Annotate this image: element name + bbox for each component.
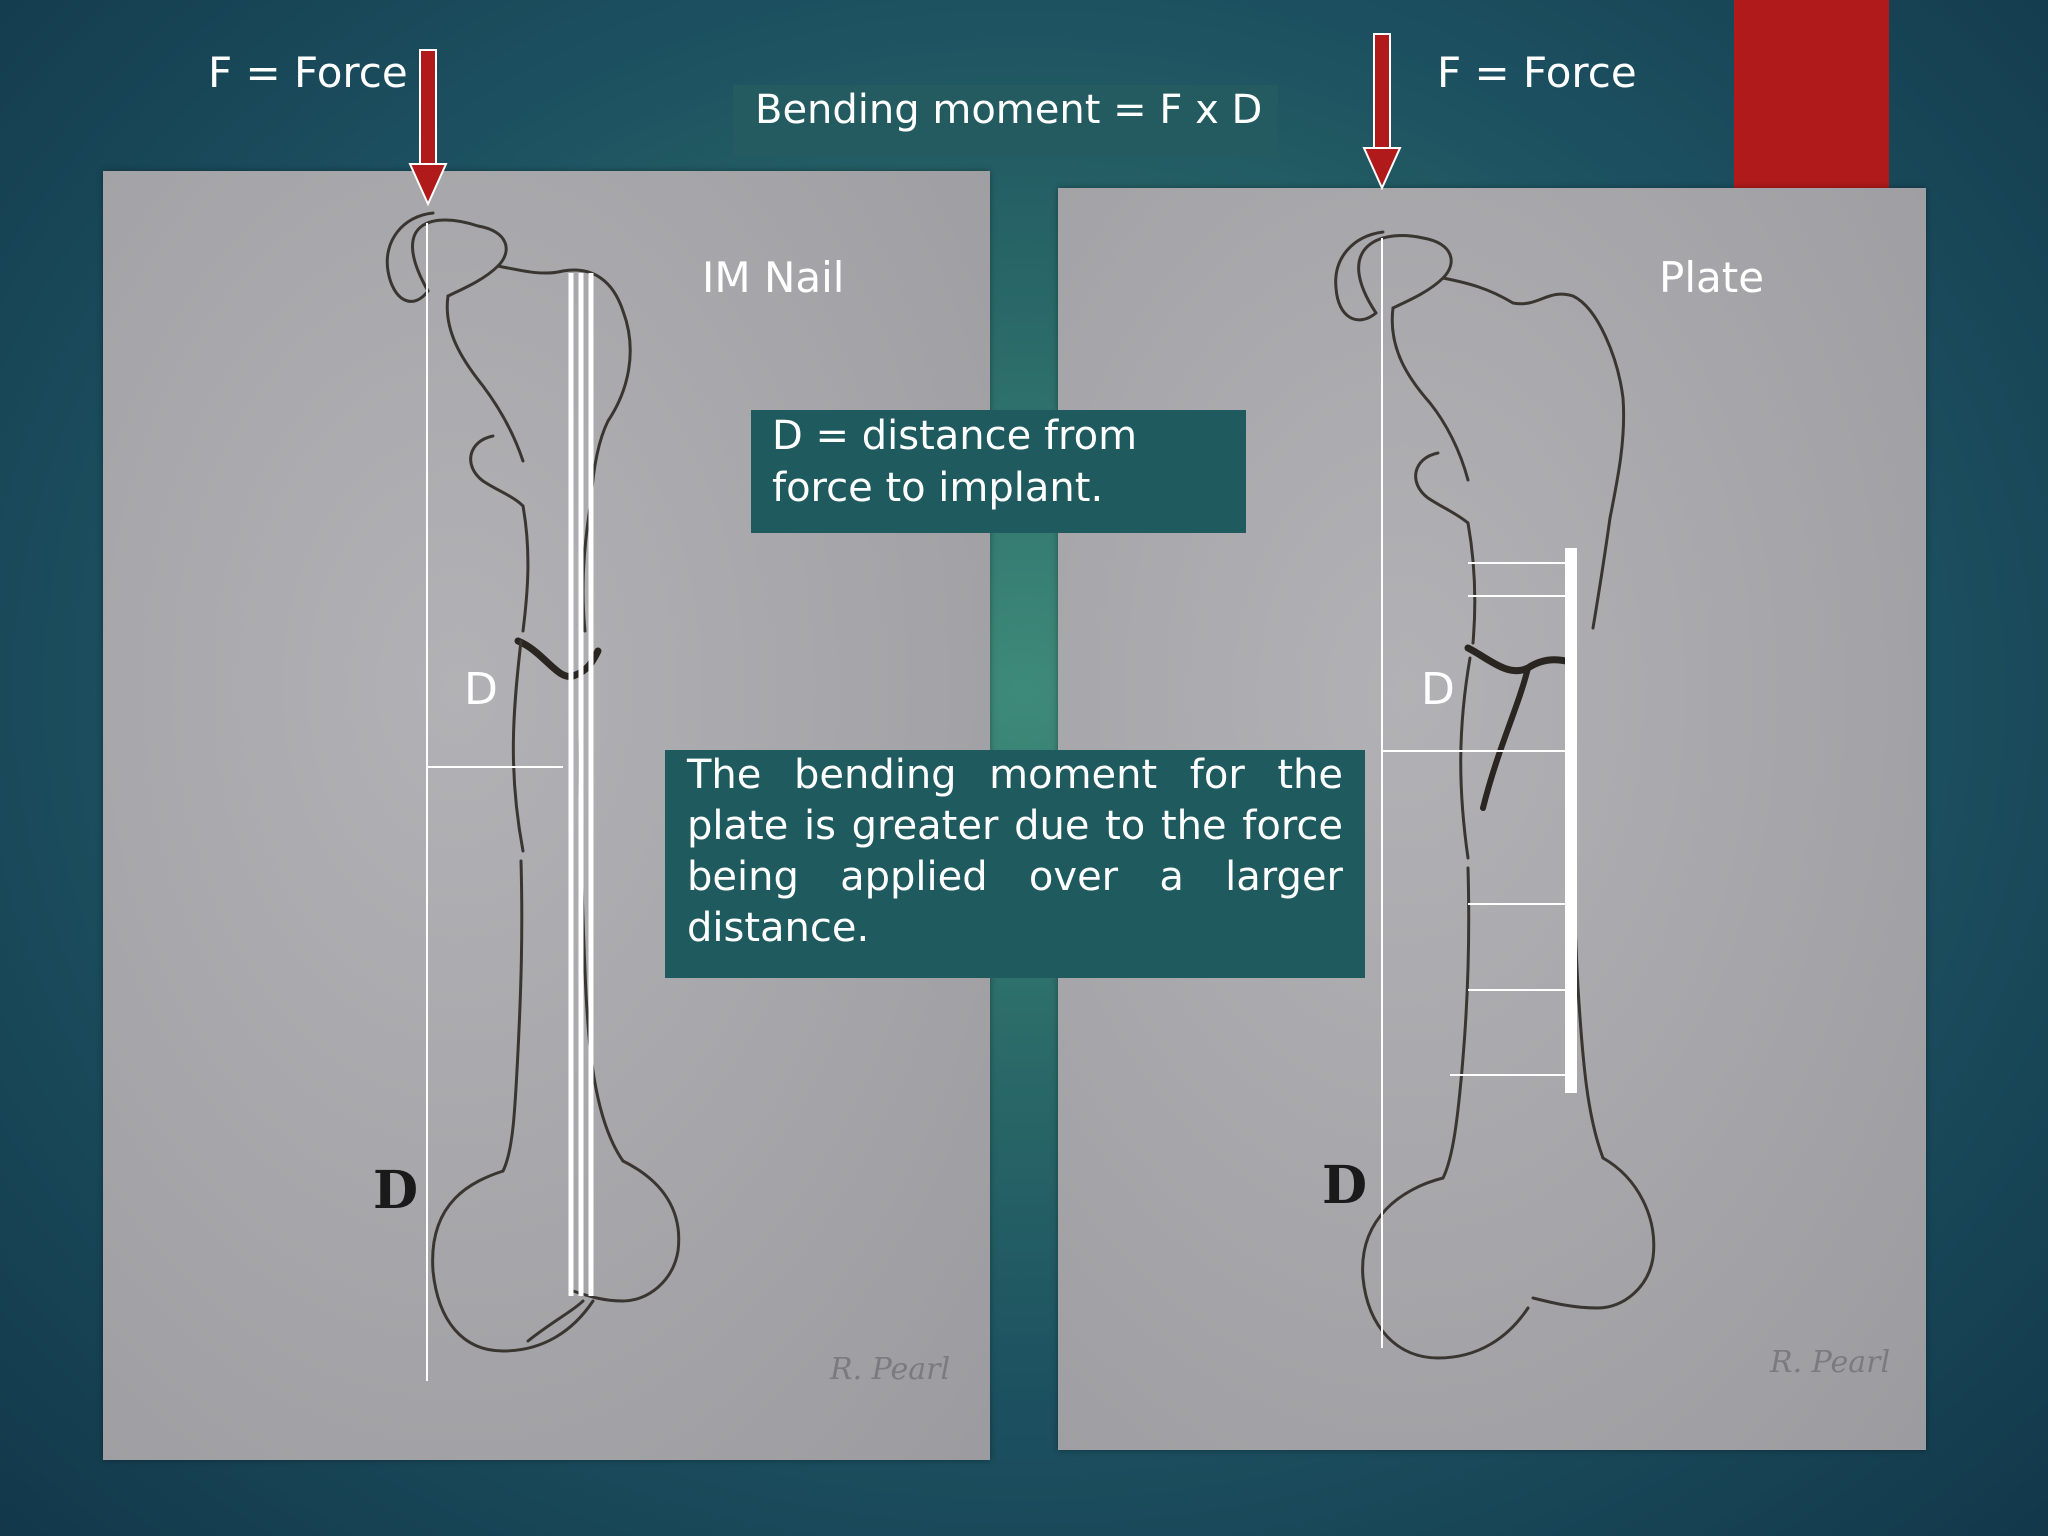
formula-text: Bending moment = F x D [755,87,1263,133]
implant-label-im-nail: IM Nail [702,253,845,302]
femur-drawing-right [1334,230,1656,1360]
conclusion-box: The bending moment for the plate is grea… [665,750,1365,978]
drawing-letter-right: D [1322,1155,1368,1216]
artist-signature-left: R. Pearl [830,1352,951,1387]
accent-bar [1734,0,1889,188]
conclusion-text: The bending moment for the plate is grea… [687,752,1343,951]
artist-signature-right: R. Pearl [1770,1345,1891,1380]
drawing-letter-left: D [373,1160,419,1221]
distance-label-right: D [1421,664,1455,715]
formula-box: Bending moment = F x D [733,85,1278,157]
force-label-right: F = Force [1437,48,1637,97]
distance-label-left: D [464,664,498,715]
distance-definition-text: D = distance from force to implant. [772,413,1138,511]
force-label-left: F = Force [208,48,408,97]
distance-definition-box: D = distance from force to implant. [751,410,1246,533]
force-arrow-right [1362,33,1402,191]
force-arrow-left [408,49,448,207]
implant-label-plate: Plate [1659,253,1765,302]
femur-drawing-left [385,211,681,1381]
